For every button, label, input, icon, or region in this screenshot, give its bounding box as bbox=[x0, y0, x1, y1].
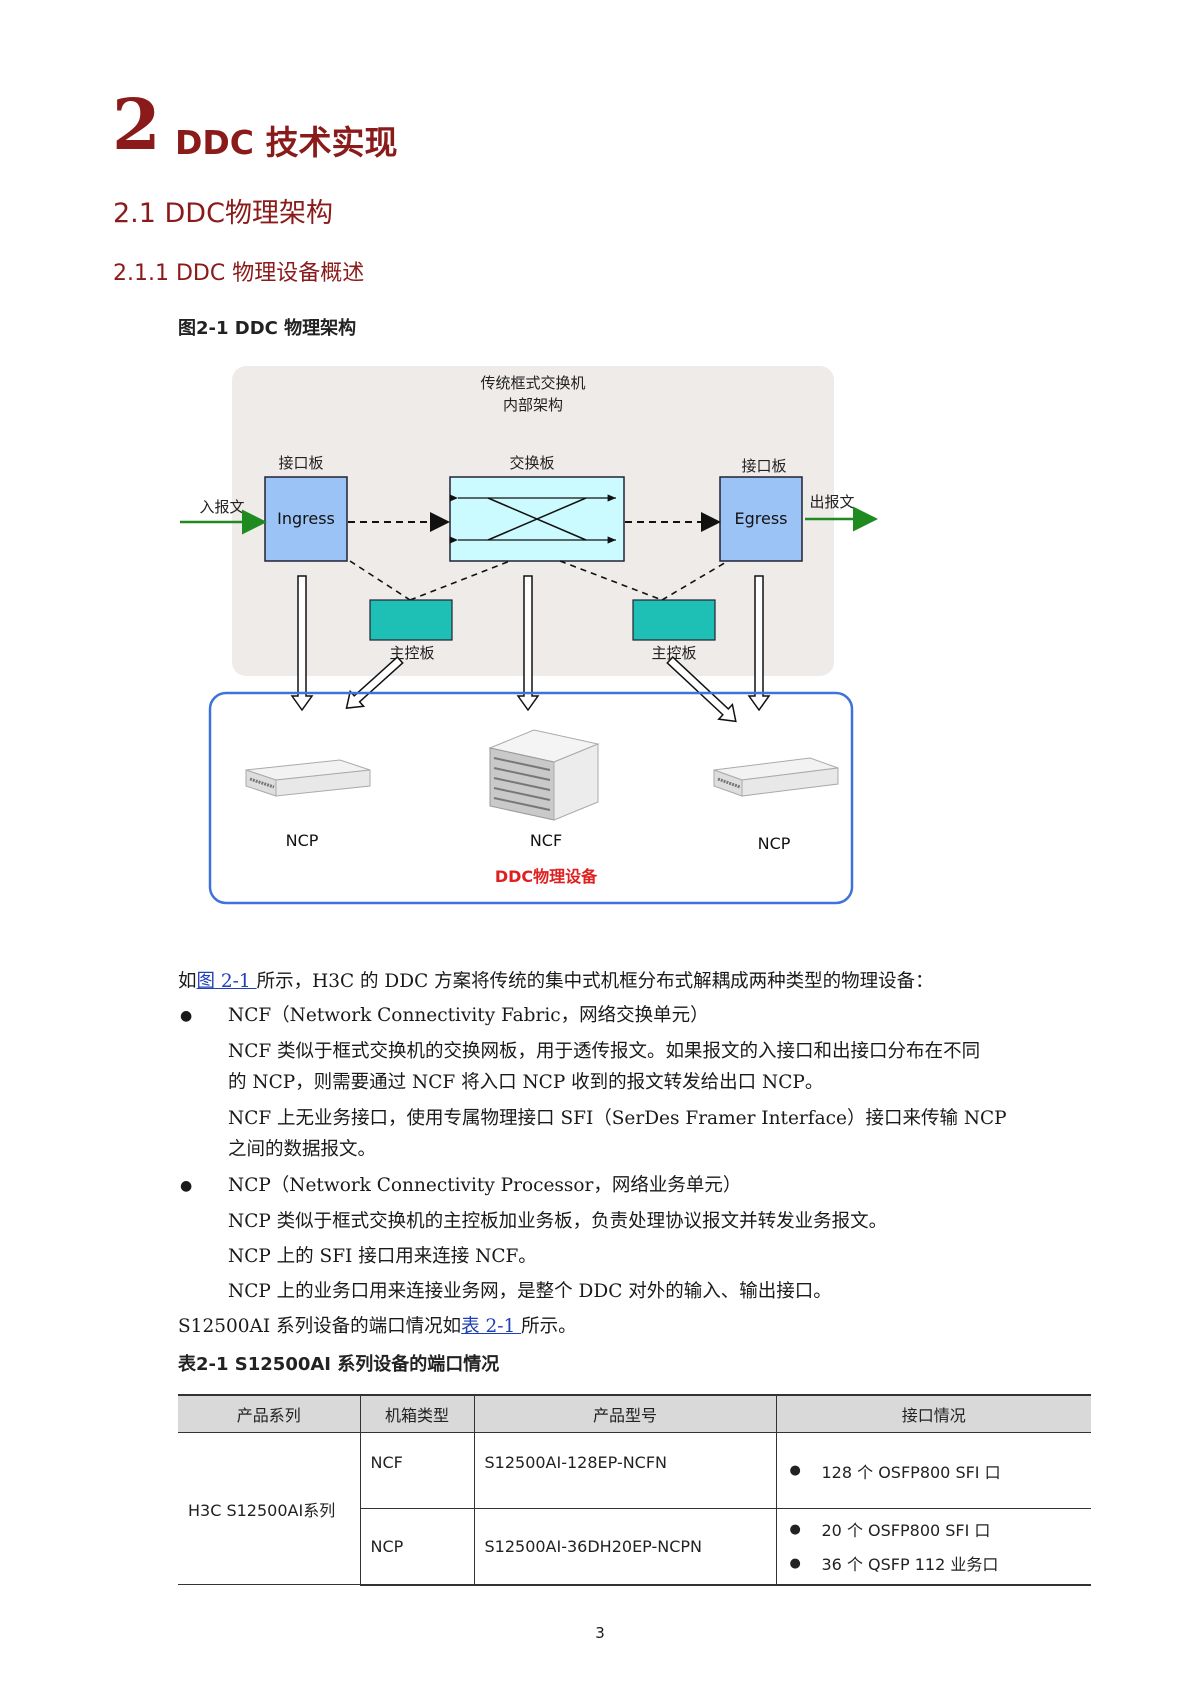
table-caption: 表2-1 S12500AI 系列设备的端口情况 bbox=[178, 1354, 500, 1375]
chassis-cell: NCP bbox=[359, 1508, 474, 1586]
subsection-heading: 2.1.1 DDC 物理设备概述 bbox=[113, 261, 365, 286]
ncf-title: NCF（Network Connectivity Fabric，网络交换单元） bbox=[228, 1005, 709, 1026]
ddc-devices-box bbox=[208, 691, 854, 905]
chassis-title-line2: 内部架构 bbox=[503, 396, 563, 414]
ingress-label: Ingress bbox=[277, 509, 335, 528]
ncf-center-device-image bbox=[488, 729, 600, 821]
ncf-desc-2-line2: 之间的数据报文。 bbox=[228, 1139, 377, 1160]
mpu-right bbox=[632, 599, 716, 641]
bullet-ncf: ● bbox=[180, 1008, 193, 1024]
device-center-label: NCF bbox=[530, 831, 562, 850]
device-right-label: NCP bbox=[758, 834, 791, 853]
figure-caption: 图2-1 DDC 物理架构 bbox=[178, 318, 357, 339]
ncf-desc-1-line1: NCF 类似于框式交换机的交换网板，用于透传报文。如果报文的入接口和出接口分布在… bbox=[228, 1041, 981, 1062]
bullet-ncp: ● bbox=[180, 1178, 193, 1194]
table-header-row: 产品系列 机箱类型 产品型号 接口情况 bbox=[178, 1394, 1091, 1433]
ncp-desc-1: NCP 类似于框式交换机的主控板加业务板，负责处理协议报文并转发业务报文。 bbox=[228, 1211, 888, 1232]
header-model: 产品型号 bbox=[473, 1394, 776, 1433]
ingress-board-label: 接口板 bbox=[278, 454, 323, 472]
chapter-title: DDC 技术实现 bbox=[175, 123, 398, 162]
intro-paragraph: 如图 2-1 所示，H3C 的 DDC 方案将传统的集中式机框分布式解耦成两种类… bbox=[178, 971, 934, 992]
chassis-cell: NCF bbox=[359, 1432, 474, 1509]
device-left-label: NCP bbox=[286, 831, 319, 850]
egress-label: Egress bbox=[734, 509, 787, 528]
chassis-title-line1: 传统框式交换机 bbox=[480, 374, 585, 392]
switch-board-label: 交换板 bbox=[509, 454, 554, 472]
egress-board-label: 接口板 bbox=[741, 457, 786, 475]
ingress-board bbox=[264, 476, 348, 562]
in-packet-label: 入报文 bbox=[199, 498, 244, 516]
header-series: 产品系列 bbox=[178, 1394, 360, 1433]
ports-cell: ●20 个 OSFP800 SFI 口 ●36 个 QSFP 112 业务口 bbox=[775, 1508, 1091, 1586]
figure-ref-link[interactable]: 图 2-1 bbox=[196, 971, 257, 992]
header-chassis: 机箱类型 bbox=[359, 1394, 474, 1433]
page-number: 3 bbox=[595, 1624, 605, 1642]
switch-board bbox=[449, 476, 625, 562]
ncp-right-device-image bbox=[713, 757, 839, 797]
header-ports: 接口情况 bbox=[775, 1394, 1091, 1433]
ncp-left-device-image bbox=[245, 759, 371, 797]
ncp-desc-3: NCP 上的业务口用来连接业务网，是整个 DDC 对外的输入、输出接口。 bbox=[228, 1281, 832, 1302]
model-cell: S12500AI-128EP-NCFN bbox=[473, 1432, 776, 1509]
mpu-left-label: 主控板 bbox=[389, 644, 434, 662]
section-heading: 2.1 DDC物理架构 bbox=[113, 198, 333, 229]
mpu-left bbox=[369, 599, 453, 641]
port-spec-table: 产品系列 机箱类型 产品型号 接口情况 H3C S12500AI系列 NCF S… bbox=[178, 1394, 1091, 1586]
s12500-paragraph: S12500AI 系列设备的端口情况如表 2-1 所示。 bbox=[178, 1316, 577, 1337]
ncf-desc-2-line1: NCF 上无业务接口，使用专属物理接口 SFI（SerDes Framer In… bbox=[228, 1108, 1007, 1129]
ncf-desc-1-line2: 的 NCP，则需要通过 NCF 将入口 NCP 收到的报文转发给出口 NCP。 bbox=[228, 1072, 824, 1093]
ports-cell: ●128 个 OSFP800 SFI 口 bbox=[775, 1432, 1091, 1509]
ncp-desc-2: NCP 上的 SFI 接口用来连接 NCF。 bbox=[228, 1246, 537, 1267]
chapter-number: 2 bbox=[112, 83, 161, 166]
table-row: NCP S12500AI-36DH20EP-NCPN ●20 个 OSFP800… bbox=[178, 1508, 1091, 1586]
ddc-architecture-diagram: 传统框式交换机 内部架构 接口板 交换板 接口板 Ingress Egress … bbox=[180, 366, 878, 905]
mpu-right-label: 主控板 bbox=[651, 644, 696, 662]
series-cell: H3C S12500AI系列 bbox=[178, 1432, 360, 1585]
table-ref-link[interactable]: 表 2-1 bbox=[461, 1316, 522, 1337]
table-row: H3C S12500AI系列 NCF S12500AI-128EP-NCFN ●… bbox=[178, 1432, 1091, 1585]
ddc-devices-label: DDC物理设备 bbox=[495, 867, 598, 886]
out-packet-label: 出报文 bbox=[809, 493, 854, 511]
ncp-title: NCP（Network Connectivity Processor，网络业务单… bbox=[228, 1175, 742, 1196]
model-cell: S12500AI-36DH20EP-NCPN bbox=[473, 1508, 776, 1586]
